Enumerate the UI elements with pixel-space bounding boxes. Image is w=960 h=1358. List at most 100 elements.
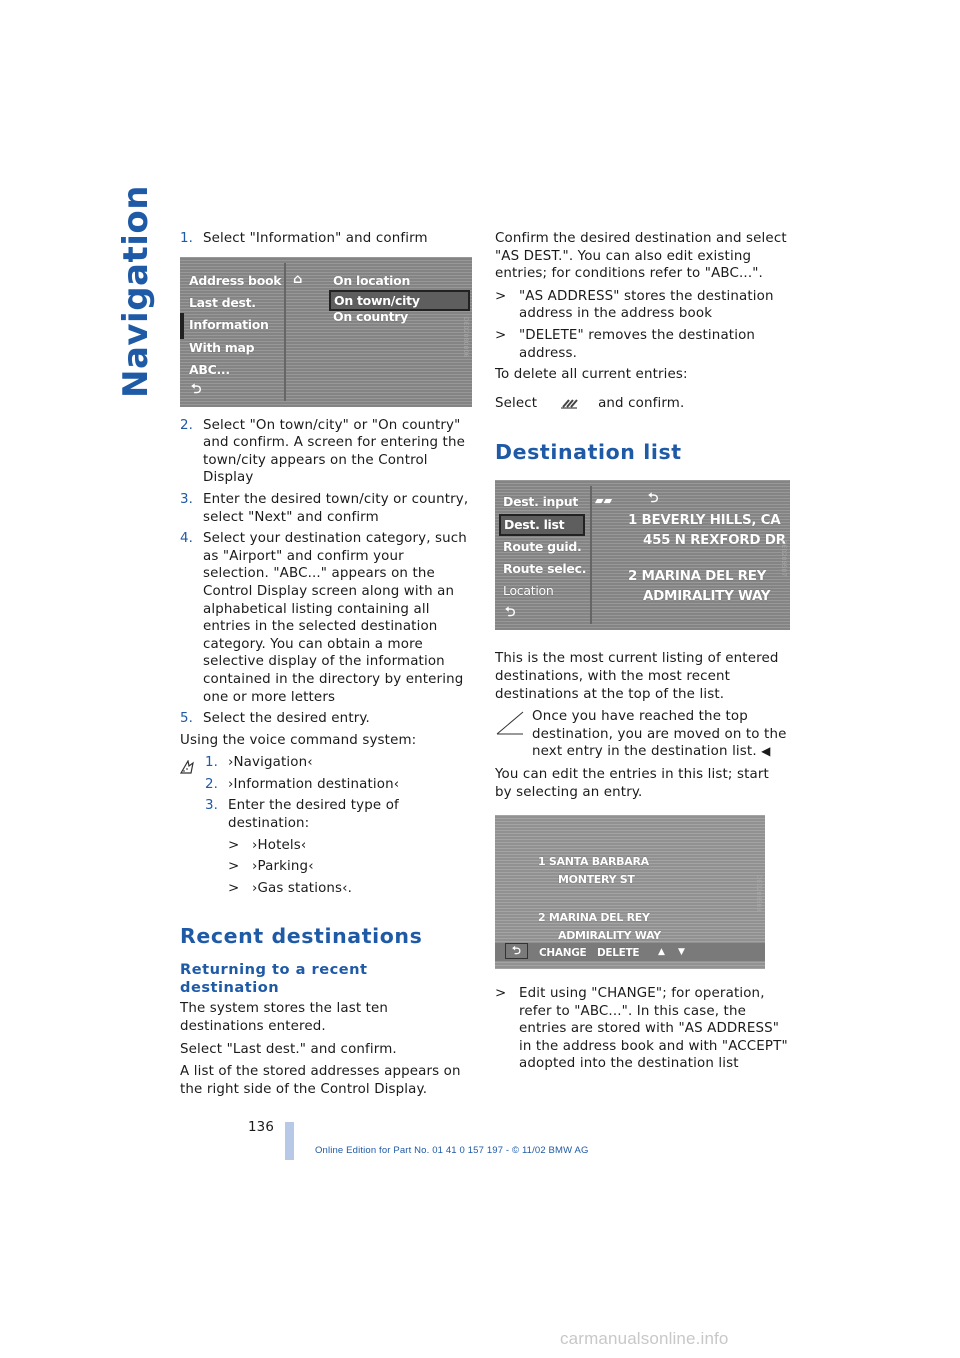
edit-entry-1-street: MONTERY ST <box>558 873 635 887</box>
bullet-edit-change: >Edit using "CHANGE"; for operation, ref… <box>495 985 790 1073</box>
footer-edition-text: Online Edition for Part No. 01 41 0 157 … <box>315 1145 589 1156</box>
dest-entry-2: 2 MARINA DEL REY <box>628 568 767 585</box>
step-5: 5.Select the desired entry. <box>180 710 470 728</box>
step-4: 4. Select your destination category, such… <box>180 530 470 706</box>
right-column: Confirm the desired destination and sele… <box>495 230 790 1077</box>
bullet-text: Edit using "CHANGE"; for operation, refe… <box>519 986 788 1072</box>
back-arrow-icon[interactable]: ⮌ <box>505 943 528 960</box>
heading-destination-list: Destination list <box>495 440 682 465</box>
select-text: Select <box>495 395 538 411</box>
confirm-text: and confirm. <box>598 395 685 411</box>
end-marker-icon: ◀ <box>761 744 771 759</box>
edit-entry-1: 1 SANTA BARBARA <box>538 855 649 869</box>
step-number: 2. <box>205 776 219 792</box>
step-text: Enter the desired town/city or country, … <box>203 491 469 525</box>
option-on-location: On location <box>333 272 411 288</box>
image-id: DE0208508 <box>755 875 762 912</box>
voice-step-2: 2. ›Information destination‹ <box>205 776 470 794</box>
edit-entry-2: 2 MARINA DEL REY <box>538 911 650 925</box>
scroll-down-icon[interactable]: ▼ <box>678 947 686 958</box>
select-delete-all-line: Select and confirm. <box>495 395 790 413</box>
step-text: Select the desired entry. <box>203 711 370 727</box>
voice-bullet-gas: > ›Gas stations‹. <box>228 880 470 898</box>
back-arrow-icon: ⮌ <box>648 491 659 507</box>
bullet-marker: > <box>228 859 240 875</box>
bullet-marker: > <box>228 880 240 896</box>
note-text: Once you have reached the top destinatio… <box>532 709 787 760</box>
voice-bullet-hotels: > ›Hotels‹ <box>228 837 470 855</box>
step-number: 2. <box>180 417 194 433</box>
bullet-marker: > <box>228 837 240 853</box>
voice-command-text: ›Navigation‹ <box>228 755 313 771</box>
delete-all-icon <box>560 399 578 409</box>
delete-button[interactable]: DELETE <box>597 947 640 960</box>
section-title-text: Navigation <box>116 185 156 398</box>
image-id: DE0208507 <box>780 540 787 577</box>
paragraph: To delete all current entries: <box>495 367 688 383</box>
step-text: Select your destination category, such a… <box>203 531 467 705</box>
image-id: DE02080806 <box>462 316 469 358</box>
step-number: 4. <box>180 531 194 547</box>
back-arrow-icon: ⮌ <box>191 381 202 397</box>
menu-dest-input: Dest. input <box>503 494 579 510</box>
voice-step-3: 3. Enter the desired type of destination: <box>205 797 470 832</box>
voice-command-block: 1. ›Navigation‹ 2. ›Information destinatio… <box>180 754 470 897</box>
step-number: 1. <box>205 755 219 771</box>
voice-command-text: Enter the desired type of destination: <box>228 798 399 832</box>
step-number: 3. <box>205 798 219 814</box>
bullet-as-address: > "AS ADDRESS" stores the destination add… <box>495 288 790 323</box>
bullet-text: ›Parking‹ <box>252 859 314 875</box>
bullet-text: "DELETE" removes the destination address… <box>519 327 756 361</box>
paragraph: Select "Last dest." and confirm. <box>180 1041 397 1057</box>
voice-bullet-parking: > ›Parking‹ <box>228 858 470 876</box>
paragraph: You can edit the entries in this list; s… <box>495 766 769 800</box>
control-display-information: Address book Last dest. Information With… <box>180 256 472 407</box>
watermark: carmanualsonline.info <box>560 1329 729 1348</box>
paragraph: A list of the stored addresses appears o… <box>180 1064 461 1097</box>
section-title: Navigation <box>116 185 160 398</box>
footer-bar <box>285 1122 294 1160</box>
paragraph: The system stores the last ten destinati… <box>180 1001 389 1035</box>
dest-entry-1: 1 BEVERLY HILLS, CA <box>628 512 781 529</box>
voice-command-text: ›Information destination‹ <box>228 776 400 792</box>
step-number: 3. <box>180 491 194 507</box>
voice-command-icon <box>180 760 194 774</box>
menu-dest-list: Dest. list <box>499 514 585 536</box>
step-text: Select "On town/city" or "On country" an… <box>203 417 465 486</box>
step-3: 3. Enter the desired town/city or country… <box>180 491 470 526</box>
dest-entry-1-street: 455 N REXFORD DR <box>643 532 786 549</box>
bullet-delete: > "DELETE" removes the destination addres… <box>495 327 790 362</box>
left-column: 1. Select "Information" and confirm Addr… <box>180 230 472 1103</box>
back-arrow-icon: ⮌ <box>505 605 516 621</box>
step-2: 2. Select "On town/city" or "On country" … <box>180 417 470 487</box>
menu-route-selec: Route selec. <box>503 561 587 577</box>
step-list: 2. Select "On town/city" or "On country" … <box>180 417 470 728</box>
screen-divider <box>590 486 592 625</box>
change-button[interactable]: CHANGE <box>539 947 587 960</box>
voice-intro: Using the voice command system: <box>180 732 417 748</box>
control-display-destination-list: Dest. input Dest. list Route guid. Route… <box>495 480 790 631</box>
menu-route-guid: Route guid. <box>503 539 582 555</box>
note-block: Once you have reached the top destinatio… <box>495 708 790 761</box>
heading-recent-destinations: Recent destinations <box>180 924 423 949</box>
bullet-text: ›Gas stations‹. <box>252 880 353 896</box>
paragraph: This is the most current listing of ente… <box>495 651 779 702</box>
step-1: 1. Select "Information" and confirm <box>180 230 470 248</box>
voice-step-1: 1. ›Navigation‹ <box>205 754 470 772</box>
step-number: 1. <box>180 231 194 246</box>
dest-entry-2-street: ADMIRALITY WAY <box>643 588 771 605</box>
edit-entry-2-street: ADMIRALITY WAY <box>558 929 661 943</box>
bullet-marker: > <box>495 288 507 304</box>
delete-all-icon: ▰▰ <box>595 494 613 508</box>
paragraph: Confirm the desired destination and sele… <box>495 231 787 282</box>
bullet-text: ›Hotels‹ <box>252 837 307 853</box>
edit-button-bar <box>495 943 765 962</box>
bullet-text: "AS ADDRESS" stores the destination addr… <box>519 288 774 322</box>
subheading-returning: Returning to a recent destination <box>180 961 368 997</box>
control-display-edit-entry: 1 SANTA BARBARA MONTERY ST 2 MARINA DEL … <box>495 815 765 970</box>
option-on-country: On country <box>333 308 408 324</box>
scroll-up-icon[interactable]: ▲ <box>658 947 666 958</box>
option-on-town-city: On town/city <box>329 289 470 312</box>
home-icon: ⌂ <box>293 271 303 287</box>
bullet-marker: > <box>495 327 507 343</box>
